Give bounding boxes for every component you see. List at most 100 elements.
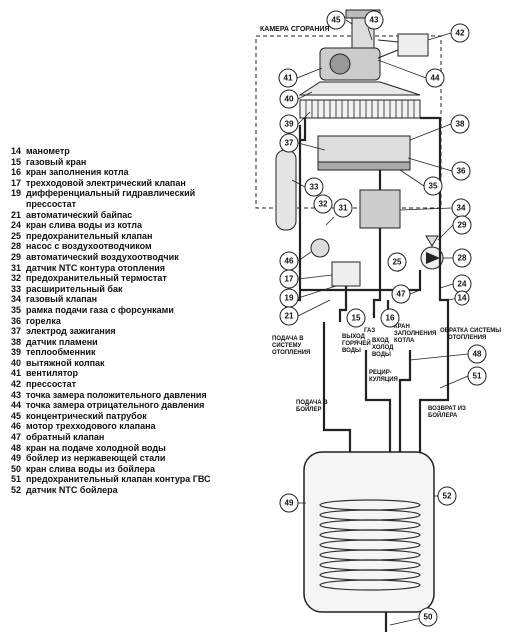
legend-item-text: точка замера отрицательного давления	[26, 400, 205, 411]
air-vent	[425, 235, 439, 247]
callout-43: 43	[364, 10, 384, 30]
legend-item-text: точка замера положительного давления	[26, 389, 207, 400]
callout-33: 33	[304, 177, 324, 197]
legend-item-number: 24	[11, 220, 22, 231]
callout-17: 17	[279, 269, 299, 289]
three-way-motor	[310, 238, 330, 258]
callout-38: 38	[450, 114, 470, 134]
label-return-1: ОБРАТКА СИСТЕМЫ	[440, 328, 501, 334]
fan-motor	[329, 53, 351, 75]
svg-text:45: 45	[332, 16, 341, 25]
svg-text:40: 40	[285, 95, 294, 104]
svg-text:29: 29	[458, 221, 467, 230]
callout-51: 51	[467, 366, 487, 386]
label-supply-heating-2: СИСТЕМУ	[272, 343, 301, 349]
callout-21: 21	[279, 306, 299, 326]
pump-arrow	[426, 252, 440, 264]
label-fill-tap-1: КРАН	[394, 324, 410, 330]
legend-item-number: 51	[11, 474, 22, 485]
callout-16: 16	[380, 308, 400, 328]
label-cold-in-3: ВОДЫ	[372, 352, 391, 358]
svg-text:35: 35	[429, 182, 438, 191]
legend-item-number: 32	[11, 273, 22, 284]
svg-text:43: 43	[370, 16, 379, 25]
callout-34: 34	[451, 198, 471, 218]
legend-item-text: рамка подачи газа с форсунками	[26, 304, 174, 315]
legend-item-text: электрод зажигания	[26, 326, 116, 337]
svg-text:19: 19	[285, 294, 294, 303]
svg-text:44: 44	[431, 74, 440, 83]
legend-item-text: манометр	[26, 146, 70, 156]
recirc-pipe	[364, 350, 392, 460]
legend-item-number: 48	[11, 442, 22, 453]
svg-text:47: 47	[397, 290, 406, 299]
boiler-supply-pipe	[322, 322, 352, 460]
callout-19: 19	[279, 288, 299, 308]
legend-item-number: 25	[11, 230, 22, 241]
return-pipe	[420, 116, 450, 320]
callout-44: 44	[425, 68, 445, 88]
svg-text:39: 39	[285, 120, 294, 129]
label-fill-tap-3: КОТЛА	[394, 338, 415, 344]
exhaust-hood	[298, 81, 421, 96]
legend-item-text: датчик NTC бойлера	[26, 485, 118, 495]
three-way-valve	[331, 261, 361, 287]
legend-item-text: мотор трехходового клапана	[26, 421, 156, 432]
callout-29: 29	[452, 215, 472, 235]
label-hot-out-2: ГОРЯЧЕЙ	[342, 339, 371, 347]
legend-item-number: 17	[11, 177, 22, 188]
legend-item: 32 предохранительный термостат	[11, 273, 241, 284]
legend-item-number: 34	[11, 294, 22, 305]
svg-text:37: 37	[285, 139, 294, 148]
legend-item: 17 трехходовой электрический клапан	[11, 178, 241, 189]
gas-manifold	[317, 161, 411, 171]
legend-item-number: 38	[11, 336, 22, 347]
callout-52: 52	[437, 486, 457, 506]
legend-item-number: 41	[11, 368, 22, 379]
legend-item-text: предохранительный клапан	[26, 230, 153, 241]
legend-item-number: 42	[11, 379, 22, 390]
boiler-coil	[319, 499, 421, 591]
legend-item-number: 29	[11, 251, 22, 262]
label-supply-heating-1: ПОДАЧА В	[272, 336, 304, 342]
legend-item-number: 19	[11, 188, 22, 199]
legend-item: 29 автоматический воздухоотводчик	[11, 252, 241, 263]
legend-item-number: 33	[11, 283, 22, 294]
callout-40: 40	[279, 89, 299, 109]
legend-item: 14 манометр	[11, 146, 241, 157]
legend-item-text: теплообменник	[26, 347, 96, 358]
label-boiler-return-2: БОЙЛЕРА	[428, 411, 458, 419]
legend-item-text: автоматический воздухоотводчик	[26, 251, 179, 262]
legend-item-number: 28	[11, 241, 22, 252]
label-hot-out-1: ВЫХОД	[342, 334, 366, 340]
svg-text:50: 50	[424, 613, 433, 622]
callout-32: 32	[313, 194, 333, 214]
label-supply-heating-3: ОТОПЛЕНИЯ	[272, 350, 310, 356]
legend-item-text: предохранительный термостат	[26, 273, 167, 284]
legend-item-number: 15	[11, 156, 22, 167]
legend-item-text: вентилятор	[26, 368, 79, 379]
svg-text:21: 21	[285, 312, 294, 321]
dhw-out-pipe	[338, 286, 348, 322]
callout-39: 39	[279, 114, 299, 134]
legend-item-text: трехходовой электрический клапан	[26, 177, 186, 188]
svg-text:31: 31	[339, 204, 348, 213]
legend-item-number: 14	[11, 146, 22, 156]
legend-item-number: 31	[11, 262, 22, 273]
svg-text:42: 42	[456, 29, 465, 38]
